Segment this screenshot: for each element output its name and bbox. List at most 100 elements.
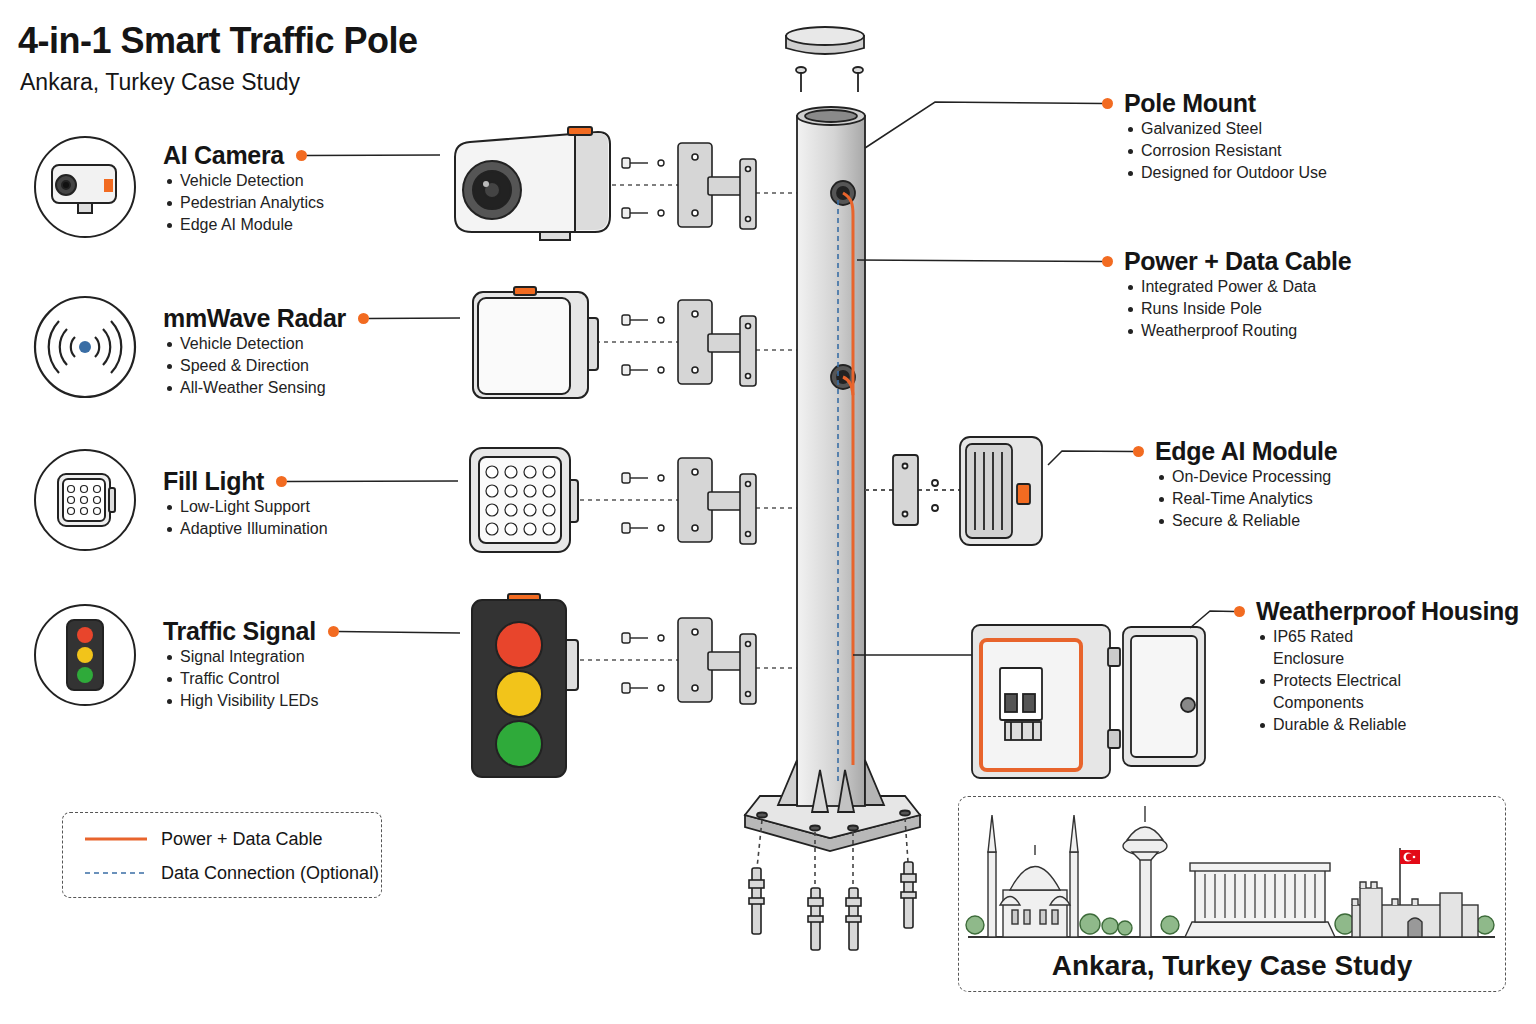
traffic-signal-device-part (496, 622, 542, 668)
mounting-hardware-part (678, 618, 756, 704)
ankara-skyline-part-part (1024, 910, 1030, 924)
component-callout: Pole MountGalvanized SteelCorrosion Resi… (1124, 88, 1374, 184)
ankara-skyline-part-part (1406, 853, 1413, 860)
legend-text: Power + Data Cable (161, 827, 323, 851)
ankara-skyline-part-part (1012, 910, 1018, 924)
ankara-skyline-part-part-part (1274, 874, 1275, 918)
leader-line (287, 480, 458, 482)
internal-cable-part (843, 193, 853, 765)
fill-light-device-part-part (543, 523, 555, 535)
weatherproof-housing-device-part (1023, 694, 1035, 712)
fill-light-device-part-part (524, 466, 536, 478)
ai-camera-device (455, 127, 610, 240)
ankara-skyline-part-part (1010, 867, 1060, 891)
callout-heading: Weatherproof Housing (1256, 597, 1519, 625)
radar-device-part (514, 287, 536, 295)
edge-ai-module-device-part (983, 452, 985, 530)
ankara-skyline-part-part (988, 852, 996, 937)
component-callout: mmWave RadarVehicle DetectionSpeed & Dir… (163, 303, 433, 399)
ankara-skyline-part-part (1360, 888, 1382, 937)
fill-light-icon-part (35, 450, 135, 550)
callout-heading-row: Power + Data Cable (1124, 246, 1374, 276)
edge-ai-module-device-part (1001, 452, 1003, 530)
callout-dot (358, 313, 369, 324)
ai-camera-device-part (455, 132, 610, 232)
weatherproof-housing-device-part (1181, 698, 1195, 712)
anchor-bolts-part-part (901, 892, 916, 898)
edge-ai-module-device-part (992, 452, 994, 530)
callout-heading: Power + Data Cable (1124, 247, 1351, 275)
traffic-signal-device-part (496, 721, 542, 767)
radar-icon (35, 297, 135, 397)
camera-icon-part (104, 179, 113, 192)
weatherproof-housing-device-part (1131, 636, 1197, 757)
anchor-bolts-part-part (905, 818, 908, 862)
edge-ai-module-device-part (903, 464, 908, 469)
ankara-skyline-part-part (988, 815, 996, 852)
ankara-skyline-part-part-part (1304, 874, 1305, 918)
traffic-signal-device-part (496, 671, 542, 717)
ankara-skyline-part-part (1080, 914, 1100, 934)
ankara-skyline-part (988, 815, 1078, 937)
pole-cap (786, 27, 864, 92)
weatherproof-housing-device-part (1000, 668, 1042, 720)
pole-body-part (797, 116, 865, 806)
ankara-skyline-part-part-part (1224, 874, 1225, 918)
subtitle-label: Ankara, Turkey Case Study (20, 68, 300, 96)
fill-light-icon-part (68, 486, 101, 515)
ai-camera-device-part (568, 127, 592, 135)
callout-heading-row: Traffic Signal (163, 616, 433, 646)
leader-line (369, 317, 460, 319)
ai-camera-device-part (483, 181, 489, 187)
weatherproof-housing-device-part (1032, 722, 1034, 740)
feature-bullet: Weatherproof Routing (1127, 320, 1374, 342)
mounting-hardware-part (678, 300, 756, 386)
component-callout: Edge AI ModuleOn-Device ProcessingReal-T… (1155, 436, 1405, 532)
callout-dot (1234, 606, 1245, 617)
camera-icon-part (56, 175, 76, 195)
pole-body (778, 107, 884, 812)
feature-bullet: Adaptive Illumination (166, 518, 433, 540)
case-study-title: Ankara, Turkey Case Study (959, 949, 1505, 983)
ankara-skyline-part-part-part (1244, 874, 1245, 918)
feature-bullet: Protects Electrical Components (1259, 670, 1416, 714)
radar-icon-part (35, 297, 135, 397)
feature-bullet: Traffic Control (166, 668, 433, 690)
fill-light-device-part-part (543, 485, 555, 497)
mounting-hardware-part (678, 143, 756, 229)
radar-icon-part (71, 337, 75, 357)
leader-line (306, 154, 440, 156)
feature-bullet: All-Weather Sensing (166, 377, 433, 399)
fill-light-device-part-part (486, 523, 498, 535)
feature-bullet: Integrated Power & Data (1127, 276, 1374, 298)
radar-icon-part (111, 321, 121, 373)
anchor-bolts-part-part (749, 880, 764, 888)
mounting-hardware (580, 143, 797, 704)
feature-bullet: High Visibility LEDs (166, 690, 433, 712)
ai-camera-device-part (473, 171, 511, 209)
traffic-signal-icon (35, 605, 135, 705)
anchor-bolts-part-part (846, 898, 861, 906)
callout-heading-row: Edge AI Module (1155, 436, 1405, 466)
component-callout: Traffic SignalSignal IntegrationTraffic … (163, 616, 433, 712)
pole-cap-part (857, 73, 859, 92)
ai-camera-device-part (575, 133, 608, 230)
anchor-bolts-part-part (814, 832, 816, 888)
camera-icon-part (35, 137, 135, 237)
ankara-skyline (966, 806, 1495, 937)
fill-light-device-part-part (524, 523, 536, 535)
edge-ai-module-device-part (918, 489, 960, 491)
ankara-skyline-part-part (1040, 910, 1046, 924)
fill-light-device-part-part (505, 485, 517, 497)
fill-light-device-part-part (505, 466, 517, 478)
ankara-skyline-part-part (1413, 856, 1416, 859)
component-callout: AI CameraVehicle DetectionPedestrian Ana… (163, 140, 433, 236)
traffic-signal-icon-part (77, 667, 93, 683)
edge-ai-module-device-part (893, 455, 918, 525)
leader-line (857, 260, 1103, 262)
ankara-skyline-part-part (1034, 845, 1035, 855)
internal-cable-part (853, 654, 972, 656)
ankara-skyline-part-part (1000, 897, 1020, 906)
weatherproof-housing-device-part (1021, 722, 1023, 740)
edge-ai-module-device-part (960, 437, 1042, 545)
